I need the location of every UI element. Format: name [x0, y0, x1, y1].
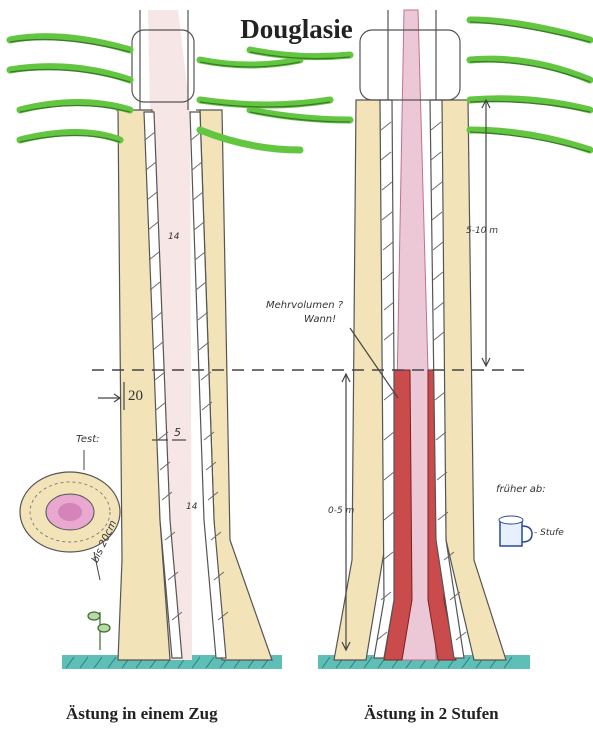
page-title: Douglasie	[0, 14, 593, 45]
label-mehrvolumen-line1: Mehrvolumen ?	[266, 300, 343, 311]
label-upper-height: 5-10 m	[466, 226, 498, 236]
label-lower-height: 0-5 m	[328, 506, 354, 516]
label-mehrvolumen-line2: Wann!	[304, 314, 336, 325]
label-bottom-dimension: 14	[186, 502, 197, 512]
label-beer-line1: früher ab:	[496, 484, 546, 495]
label-small-5: 5	[174, 426, 181, 439]
plant-sketch	[88, 612, 110, 650]
beer-mug-icon	[499, 516, 532, 546]
caption-left: Ästung in einem Zug	[66, 704, 218, 724]
label-width-20: 20	[128, 388, 143, 405]
label-ring: Test:	[76, 434, 100, 445]
caption-right: Ästung in 2 Stufen	[364, 704, 499, 724]
right-tree-wood-left	[334, 100, 386, 660]
label-beer-line2: - Stufe	[534, 528, 564, 538]
label-top-dimension: 14	[168, 232, 179, 242]
